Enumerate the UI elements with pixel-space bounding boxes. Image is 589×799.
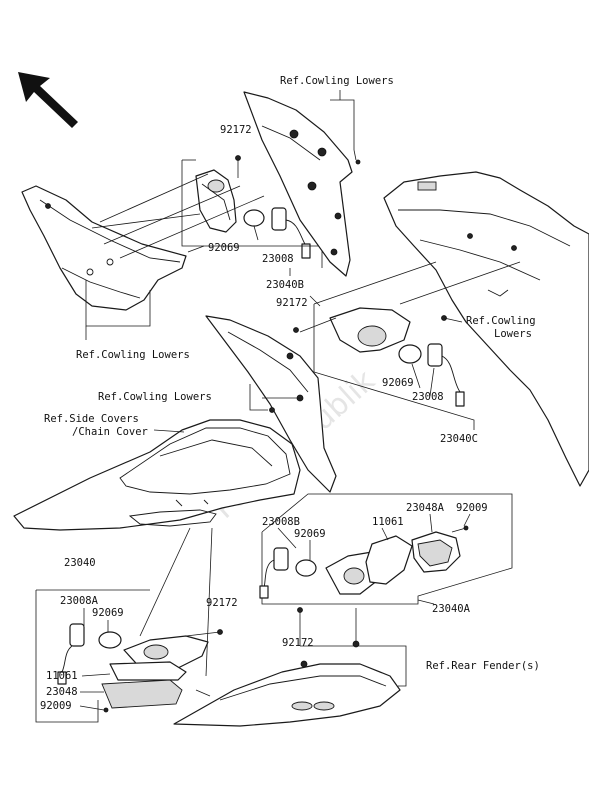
label-23040: 23040 xyxy=(64,557,96,569)
label-11061-a: 11061 xyxy=(372,516,404,528)
label-92172-a: 92172 xyxy=(220,124,252,136)
label-23040C: 23040C xyxy=(440,433,478,445)
label-92172-b: 92172 xyxy=(276,297,308,309)
label-23008B: 23008B xyxy=(262,516,300,528)
right-front-cowl-part xyxy=(383,171,589,487)
label-92009-b: 92009 xyxy=(40,700,72,712)
box-23040B xyxy=(181,159,323,276)
label-23008-b: 23008 xyxy=(412,391,444,403)
label-23040B: 23040B xyxy=(266,279,304,291)
label-23040A: 23040A xyxy=(432,603,471,615)
turn-signal-23040A-assembly xyxy=(259,525,469,599)
upper-center-panel-part xyxy=(243,91,353,277)
label-ref-cowling-lowers-mid: Ref.Cowling Lowers xyxy=(98,391,212,403)
label-ref-cowling-lowers-top: Ref.Cowling Lowers xyxy=(280,75,394,87)
turn-signal-23040B-assembly xyxy=(195,155,311,259)
tail-cowl-part xyxy=(13,419,301,531)
label-ref-cowling-right-1: Ref.Cowling xyxy=(466,315,536,327)
label-23048: 23048 xyxy=(46,686,78,698)
label-ref-rear-fender: Ref.Rear Fender(s) xyxy=(426,660,540,672)
ref-fender-bracket xyxy=(297,607,407,687)
label-92009-a: 92009 xyxy=(456,502,488,514)
label-92172-d: 92172 xyxy=(282,637,314,649)
turn-signal-23040-assembly xyxy=(57,623,223,713)
ref-box-left xyxy=(85,280,151,340)
left-front-cowl-part xyxy=(21,185,187,311)
box-23040A xyxy=(261,493,513,605)
box-23040 xyxy=(35,527,213,723)
guide-lines-upper xyxy=(99,173,265,259)
label-11061-b: 11061 xyxy=(46,670,78,682)
front-direction-arrow-icon xyxy=(18,72,78,128)
label-92069-c: 92069 xyxy=(294,528,326,540)
label-23008-a: 23008 xyxy=(262,253,294,265)
label-leaders xyxy=(79,213,471,711)
label-92069-b: 92069 xyxy=(382,377,414,389)
label-ref-side-covers-1: Ref.Side Covers xyxy=(44,413,139,425)
label-ref-cowling-lowers-left: Ref.Cowling Lowers xyxy=(76,349,190,361)
ref-bracket-mid xyxy=(249,384,300,413)
label-92172-c: 92172 xyxy=(206,597,238,609)
box-23040C xyxy=(299,261,521,430)
label-ref-side-covers-2: /Chain Cover xyxy=(72,426,148,438)
label-ref-cowling-right-2: Lowers xyxy=(494,328,532,340)
ref-side-cover-leader xyxy=(153,429,185,433)
label-23008A: 23008A xyxy=(60,595,99,607)
ref-bracket-top xyxy=(330,90,361,165)
label-23048A: 23048A xyxy=(406,502,445,514)
rear-fender-part xyxy=(173,640,401,727)
label-92069-a: 92069 xyxy=(208,242,240,254)
turn-signal-23040C-assembly xyxy=(293,307,465,407)
label-92069-d: 92069 xyxy=(92,607,124,619)
